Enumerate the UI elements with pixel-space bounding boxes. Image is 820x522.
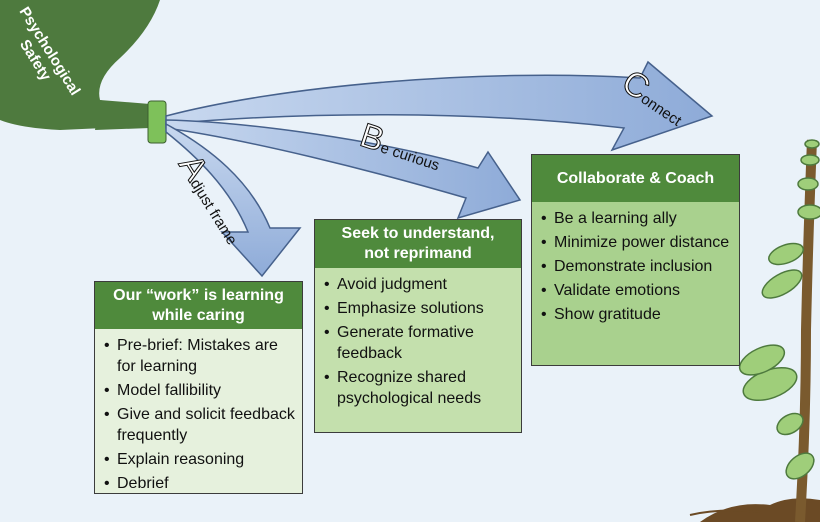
connect-box: Collaborate & Coach Be a learning ally M…	[531, 154, 740, 366]
list-item: Demonstrate inclusion	[538, 256, 733, 277]
list-item: Explain reasoning	[101, 449, 296, 470]
be-curious-box-title: Seek to understand, not reprimand	[315, 220, 521, 268]
adjust-frame-box-title: Our “work” is learning while caring	[95, 282, 302, 329]
adjust-frame-list: Pre-brief: Mistakes are for learning Mod…	[95, 329, 302, 501]
list-item: Show gratitude	[538, 304, 733, 325]
be-curious-list: Avoid judgment Emphasize solutions Gener…	[315, 268, 521, 416]
box-a-title-line1: Our “work” is learning	[113, 286, 284, 304]
connect-list: Be a learning ally Minimize power distan…	[532, 202, 739, 332]
be-curious-box: Seek to understand, not reprimand Avoid …	[314, 219, 522, 433]
list-item: Be a learning ally	[538, 208, 733, 229]
list-item: Emphasize solutions	[321, 298, 515, 319]
connect-arrow	[165, 60, 714, 152]
list-item: Pre-brief: Mistakes are for learning	[101, 335, 296, 377]
list-item: Give and solicit feedback frequently	[101, 404, 296, 446]
box-b-title-line1: Seek to understand,	[341, 225, 495, 242]
list-item: Debrief	[101, 473, 296, 494]
list-item: Generate formative feedback	[321, 322, 515, 364]
be-curious-arrow	[165, 119, 522, 220]
adjust-frame-arrow	[165, 122, 302, 278]
box-b-title-line2: not reprimand	[364, 245, 472, 262]
connect-box-title: Collaborate & Coach	[532, 155, 739, 202]
box-a-title-line2: while caring	[152, 306, 245, 324]
box-c-title: Collaborate & Coach	[556, 169, 715, 187]
list-item: Recognize shared psychological needs	[321, 367, 515, 409]
list-item: Model fallibility	[101, 380, 296, 401]
list-item: Minimize power distance	[538, 232, 733, 253]
list-item: Validate emotions	[538, 280, 733, 301]
plant-icon	[689, 139, 820, 522]
adjust-frame-box: Our “work” is learning while caring Pre-…	[94, 281, 303, 494]
list-item: Avoid judgment	[321, 274, 515, 295]
